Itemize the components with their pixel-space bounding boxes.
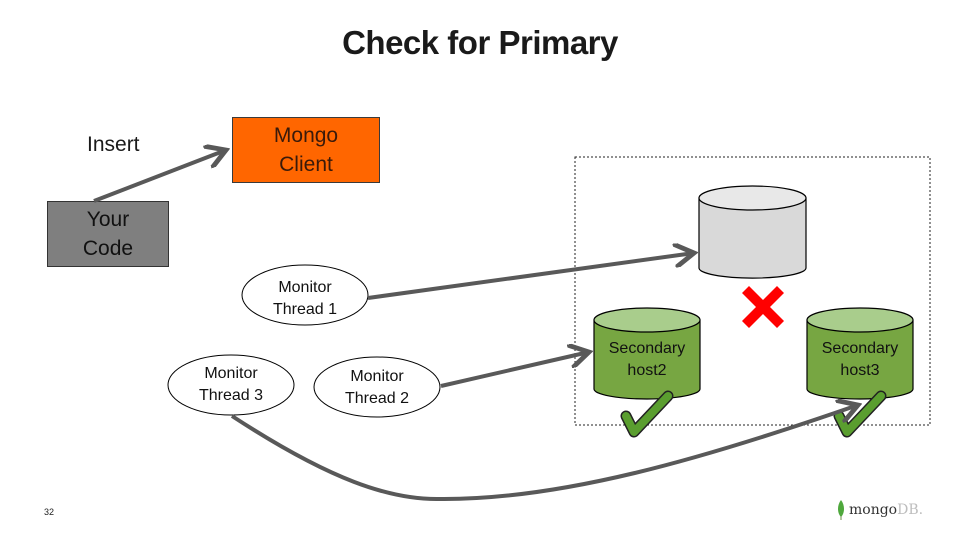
red-x-icon bbox=[742, 286, 784, 328]
logo-text-db: DB bbox=[897, 502, 919, 518]
monitor-thread-2-line2: Thread 2 bbox=[344, 390, 410, 407]
mongo-client-box: Mongo Client bbox=[232, 117, 380, 183]
secondary-host3-label: Secondary host3 bbox=[807, 338, 913, 382]
thread1-to-primary-arrow bbox=[367, 253, 694, 300]
insert-arrow bbox=[93, 150, 226, 203]
page-number: 32 bbox=[44, 507, 55, 517]
slide-title: Check for Primary bbox=[342, 24, 618, 61]
monitor-thread-3-ellipse bbox=[167, 354, 295, 416]
mongo-client-line2: Client bbox=[279, 153, 333, 176]
monitor-thread-1-label: Monitor Thread 1 bbox=[242, 277, 368, 321]
monitor-thread-3-line1: Monitor bbox=[204, 365, 258, 382]
monitor-thread-1-line2: Thread 1 bbox=[272, 301, 338, 318]
secondary-host3-line1: Secondary bbox=[821, 340, 899, 357]
green-check-icon-host2 bbox=[620, 390, 674, 438]
mongo-client-line1: Mongo bbox=[273, 124, 339, 147]
insert-label: Insert bbox=[87, 133, 140, 156]
secondary-host2-label: Secondary host2 bbox=[594, 338, 700, 382]
logo-text-suffix: . bbox=[918, 502, 924, 518]
monitor-thread-2-ellipse bbox=[313, 356, 441, 418]
monitor-thread-1-line1: Monitor bbox=[278, 279, 332, 296]
secondary-host2-line2: host2 bbox=[627, 362, 667, 379]
thread2-to-host2-arrow bbox=[440, 352, 589, 388]
mongodb-logo: mongoDB. bbox=[836, 500, 923, 520]
secondary-host2-line1: Secondary bbox=[608, 340, 686, 357]
your-code-box: Your Code bbox=[47, 201, 169, 267]
monitor-thread-3-label: Monitor Thread 3 bbox=[168, 363, 294, 407]
primary-node-cylinder bbox=[698, 185, 807, 279]
leaf-icon bbox=[838, 500, 844, 520]
your-code-line1: Your bbox=[86, 208, 130, 231]
monitor-thread-2-label: Monitor Thread 2 bbox=[314, 366, 440, 410]
replica-set-boundary bbox=[574, 156, 931, 426]
monitor-thread-1-ellipse bbox=[241, 264, 369, 326]
secondary-host3-line2: host3 bbox=[840, 362, 880, 379]
secondary-host3-cylinder bbox=[806, 307, 914, 400]
green-check-icon-host3 bbox=[833, 390, 887, 438]
monitor-thread-3-line2: Thread 3 bbox=[198, 387, 264, 404]
monitor-thread-2-line1: Monitor bbox=[350, 368, 404, 385]
your-code-line2: Code bbox=[82, 237, 134, 260]
logo-text-mongo: mongo bbox=[849, 502, 898, 518]
thread3-to-host3-arrow bbox=[230, 405, 858, 502]
secondary-host2-cylinder bbox=[593, 307, 701, 400]
